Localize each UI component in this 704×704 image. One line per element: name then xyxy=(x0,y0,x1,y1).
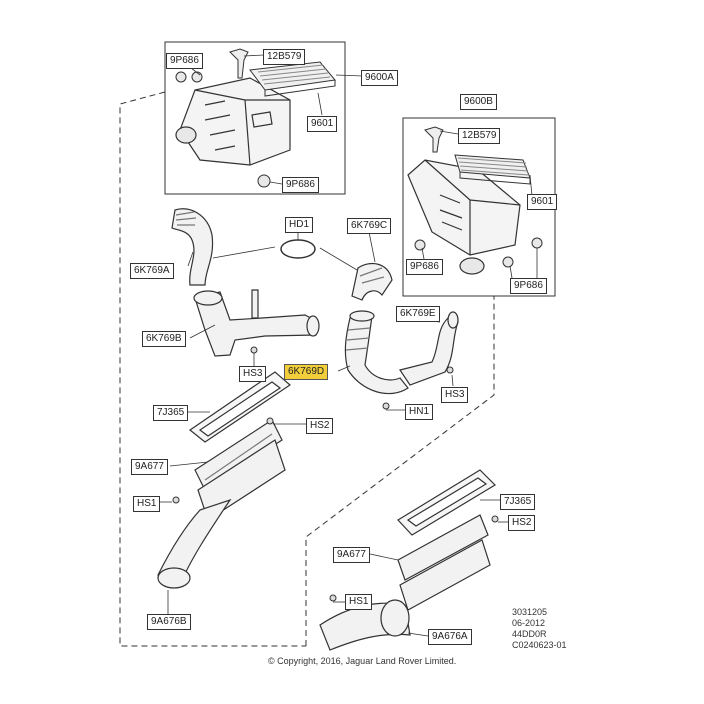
label-9600b: 9600B xyxy=(460,94,497,110)
leader-lines xyxy=(160,54,538,637)
label-6k769d-highlighted: 6K769D xyxy=(284,364,329,380)
label-6k769e: 6K769E xyxy=(396,306,440,322)
duct-9a677-right xyxy=(397,514,491,611)
label-9601-a: 9601 xyxy=(307,116,338,132)
label-9p686-c: 9P686 xyxy=(406,259,443,275)
maf-sensors xyxy=(229,48,444,153)
air-filter-left xyxy=(249,61,336,97)
gasket-7j365-left xyxy=(188,371,291,443)
hose-6k769c xyxy=(351,262,393,301)
stamp-line-3: 44DD0R xyxy=(512,629,547,639)
air-filter-right xyxy=(454,154,531,185)
label-7j365-a: 7J365 xyxy=(153,405,189,421)
label-hn1: HN1 xyxy=(405,404,434,420)
air-cleaner-right-body xyxy=(407,159,521,275)
label-12b579-a: 12B579 xyxy=(263,49,306,65)
hose-6k769a xyxy=(171,208,214,286)
bolts xyxy=(172,346,499,602)
hose-6k769e xyxy=(399,311,459,386)
label-9601-b: 9601 xyxy=(527,194,558,210)
label-hs1-b: HS1 xyxy=(345,594,373,610)
label-9a677-b: 9A677 xyxy=(333,547,370,563)
label-9p686-d: 9P686 xyxy=(510,278,547,294)
duct-9a676b xyxy=(157,498,232,589)
label-hs2-a: HS2 xyxy=(306,418,334,434)
duct-9a676a xyxy=(319,599,411,651)
label-hd1: HD1 xyxy=(285,217,314,233)
grommets xyxy=(175,71,543,268)
dashed-boundary xyxy=(119,91,495,647)
label-9a676b: 9A676B xyxy=(147,614,191,630)
label-6k769b: 6K769B xyxy=(142,331,186,347)
stamp-line-4: C0240623-01 xyxy=(512,640,567,650)
label-hs2-b: HS2 xyxy=(508,515,536,531)
gasket-7j365-right xyxy=(397,469,496,536)
label-hs1-a: HS1 xyxy=(133,496,161,512)
copyright-notice: © Copyright, 2016, Jaguar Land Rover Lim… xyxy=(268,656,457,666)
hose-6k769d xyxy=(344,310,409,395)
label-9600a: 9600A xyxy=(361,70,398,86)
duct-9a677-left xyxy=(194,419,286,521)
label-6k769a: 6K769A xyxy=(130,263,174,279)
label-9p686-b: 9P686 xyxy=(282,177,319,193)
label-9a677-a: 9A677 xyxy=(131,459,168,475)
air-cleaner-left-body xyxy=(175,77,291,166)
label-7j365-b: 7J365 xyxy=(500,494,536,510)
tube-6k769b xyxy=(193,289,320,357)
label-9a676a: 9A676A xyxy=(428,629,472,645)
stamp-line-2: 06-2012 xyxy=(512,618,546,628)
diagram-reference-stamp: 3031205 06-2012 44DD0R C0240623-01 xyxy=(512,607,567,651)
label-9p686-a: 9P686 xyxy=(166,53,203,69)
label-6k769c: 6K769C xyxy=(347,218,392,234)
clamp-hd1 xyxy=(280,239,316,259)
stamp-line-1: 3031205 xyxy=(512,607,548,617)
label-hs3-b: HS3 xyxy=(441,387,469,403)
label-hs3-a: HS3 xyxy=(239,366,267,382)
label-12b579-b: 12B579 xyxy=(458,128,501,144)
air-cleaner-left-frame xyxy=(164,41,346,195)
